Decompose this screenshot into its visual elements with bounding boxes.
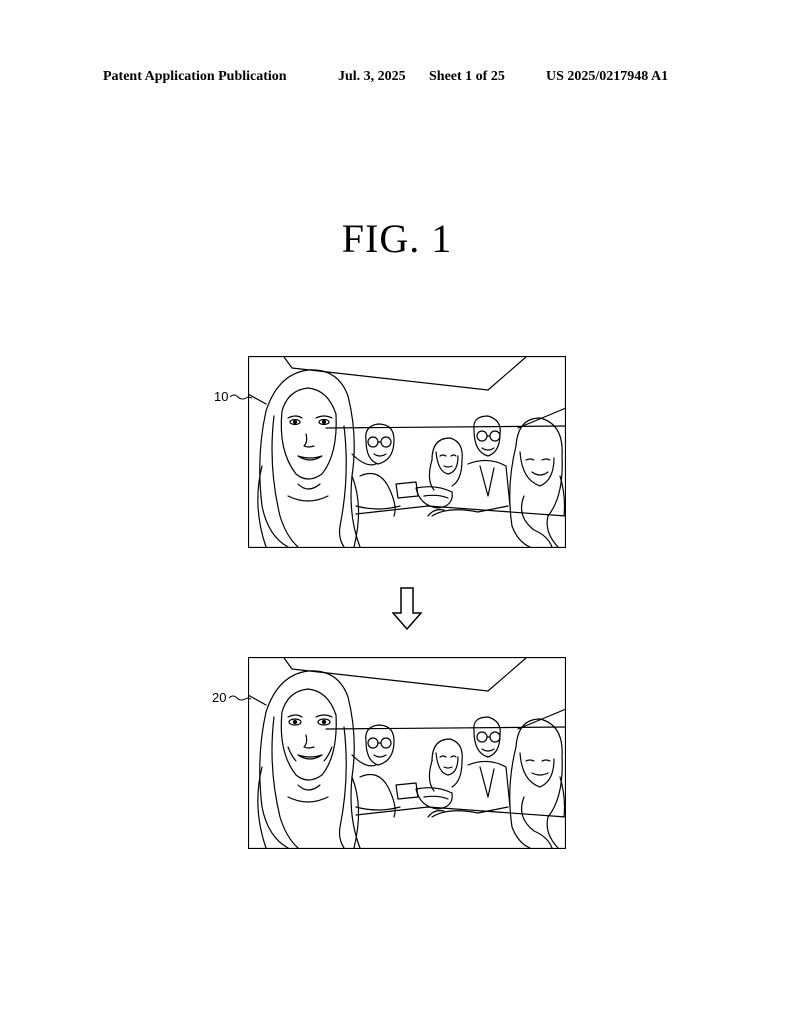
leader-line-20 bbox=[228, 695, 252, 701]
group-selfie-drawing-processed bbox=[248, 657, 566, 849]
publication-label: Patent Application Publication bbox=[103, 69, 287, 84]
leader-line-10 bbox=[229, 394, 253, 400]
reference-numeral-20: 20 bbox=[212, 690, 227, 705]
group-selfie-drawing bbox=[248, 356, 566, 548]
reference-numeral-10: 10 bbox=[214, 389, 229, 404]
selfie-image-original bbox=[248, 356, 566, 548]
selfie-image-processed bbox=[248, 657, 566, 849]
figure-title: FIG. 1 bbox=[341, 216, 453, 261]
publication-date: Jul. 3, 2025 bbox=[338, 69, 406, 84]
down-arrow-icon bbox=[392, 587, 422, 631]
patent-number: US 2025/0217948 A1 bbox=[546, 69, 669, 84]
sheet-number: Sheet 1 of 25 bbox=[429, 69, 505, 84]
